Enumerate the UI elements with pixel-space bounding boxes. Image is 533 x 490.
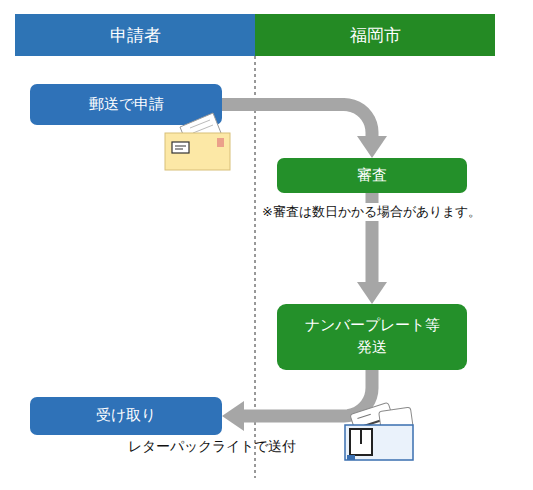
flow-arrow: [244, 370, 372, 416]
process-box: ナンバープレート等 発送: [277, 304, 467, 370]
flow-arrow: [222, 105, 372, 137]
node-text: 申請者: [110, 23, 161, 48]
node-text: 福岡市: [350, 23, 401, 48]
note-text: ※審査は数日かかる場合があります。: [262, 203, 481, 221]
node-text: 受け取り: [96, 405, 156, 427]
lane-header: 福岡市: [255, 14, 495, 56]
node-text: ナンバープレート等 発送: [297, 315, 447, 359]
parcel-illustration: [345, 402, 413, 460]
node-text: 審査: [357, 165, 387, 187]
node-text: 郵送で申請: [89, 94, 164, 116]
process-box: 郵送で申請: [30, 84, 222, 125]
edge-label: レターパックライトで送付: [128, 438, 296, 456]
process-box: 受け取り: [30, 397, 222, 435]
process-box: 審査: [277, 158, 467, 193]
lane-header: 申請者: [15, 14, 255, 56]
lane-divider: [255, 14, 256, 478]
